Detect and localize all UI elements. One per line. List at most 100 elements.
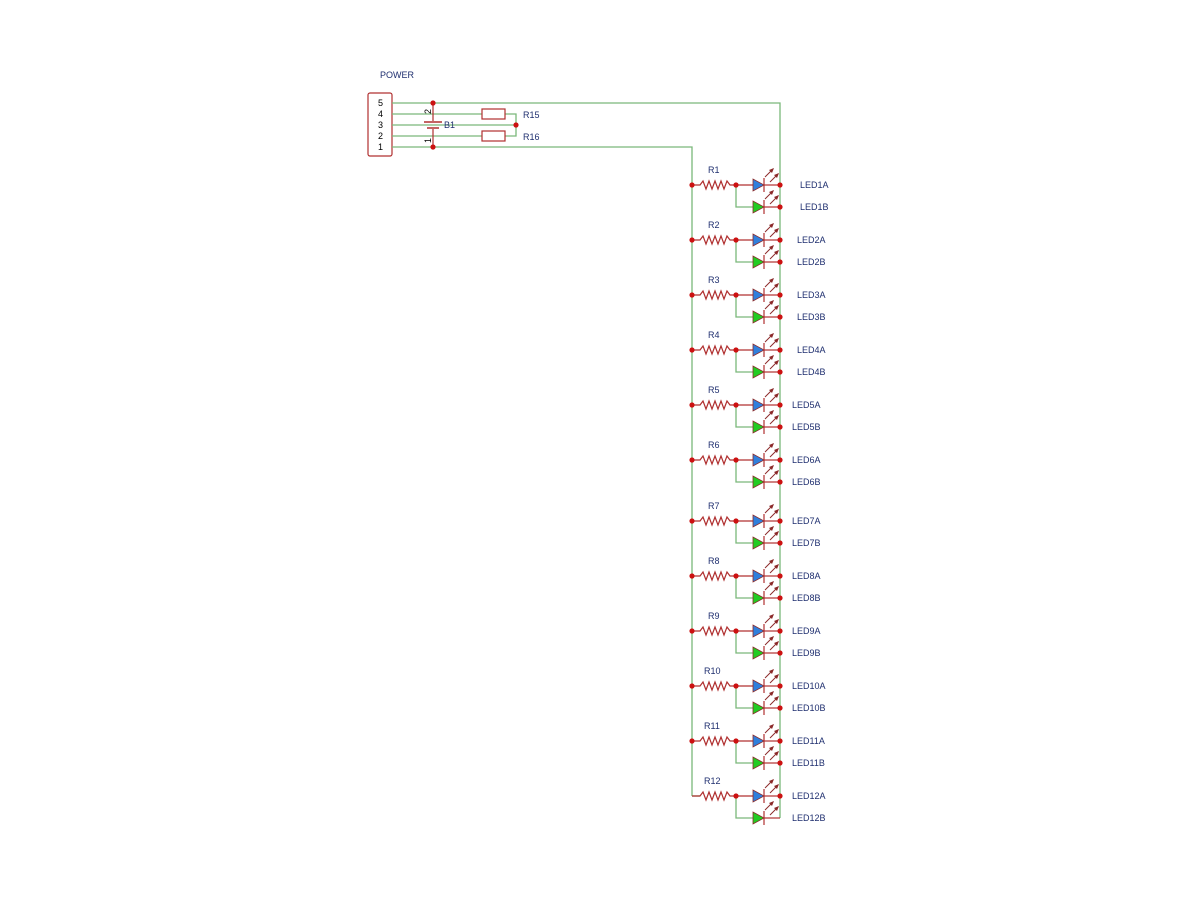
arrow-head	[774, 360, 779, 365]
arrow-head	[774, 338, 779, 343]
arrow-head	[774, 729, 779, 734]
wire-pin1	[392, 146, 693, 796]
resistor-label: R3	[708, 275, 720, 285]
led-a[interactable]	[752, 223, 779, 247]
led-b[interactable]	[752, 746, 779, 770]
arrow-head	[774, 784, 779, 789]
led-b-label: LED4B	[797, 367, 826, 377]
junction-dot	[777, 424, 783, 430]
arrow-head	[769, 691, 774, 696]
led-triangle	[752, 475, 765, 489]
junction-dot	[777, 292, 783, 298]
led-a[interactable]	[752, 559, 779, 583]
led-a-label: LED2A	[797, 235, 826, 245]
led-triangle	[752, 288, 765, 302]
led-a[interactable]	[752, 724, 779, 748]
junction-dot	[733, 793, 739, 799]
led-a-label: LED1A	[800, 180, 829, 190]
resistor-zigzag[interactable]	[692, 399, 736, 411]
led-a-label: LED4A	[797, 345, 826, 355]
led-triangle	[752, 624, 765, 638]
led-b[interactable]	[752, 300, 779, 324]
wire	[735, 521, 753, 544]
led-a[interactable]	[752, 333, 779, 357]
arrow-head	[769, 388, 774, 393]
led-a[interactable]	[752, 504, 779, 528]
resistor-zigzag[interactable]	[692, 790, 736, 802]
led-triangle	[752, 255, 765, 269]
junction-dot	[777, 738, 783, 744]
led-b[interactable]	[752, 636, 779, 660]
resistor-zigzag[interactable]	[692, 735, 736, 747]
led-triangle	[752, 789, 765, 803]
led-b[interactable]	[752, 691, 779, 715]
battery-b1[interactable]: B1 2 1	[423, 100, 455, 150]
led-triangle	[752, 591, 765, 605]
led-b[interactable]	[752, 190, 779, 214]
resistor-zigzag[interactable]	[692, 454, 736, 466]
arrow-head	[769, 779, 774, 784]
resistor-zigzag[interactable]	[692, 234, 736, 246]
led-triangle	[752, 514, 765, 528]
junction-dot	[777, 314, 783, 320]
led-b[interactable]	[752, 355, 779, 379]
junction-dot	[733, 683, 739, 689]
power-connector[interactable]: POWER 5 4 3 2 1	[367, 70, 415, 157]
led-a[interactable]	[752, 443, 779, 467]
junction-dot	[777, 650, 783, 656]
resistor-r16[interactable]: R16	[481, 130, 540, 142]
arrow-head	[769, 410, 774, 415]
resistor-zigzag[interactable]	[692, 570, 736, 582]
junction-dot	[777, 540, 783, 546]
led-b[interactable]	[752, 245, 779, 269]
resistor-zigzag[interactable]	[692, 344, 736, 356]
resistor-zigzag[interactable]	[692, 179, 736, 191]
resistor-zigzag[interactable]	[692, 515, 736, 527]
led-b-label: LED12B	[792, 813, 826, 823]
led-a[interactable]	[752, 168, 779, 192]
arrow-head	[769, 300, 774, 305]
led-triangle	[752, 310, 765, 324]
led-a-label: LED9A	[792, 626, 821, 636]
led-triangle	[752, 398, 765, 412]
resistor-r15[interactable]: R15	[481, 108, 540, 120]
resistor-zigzag[interactable]	[692, 680, 736, 692]
led-triangle	[752, 365, 765, 379]
wire	[735, 796, 753, 819]
junction-dot	[689, 573, 695, 579]
arrow-head	[774, 619, 779, 624]
resistor-body	[481, 130, 506, 142]
resistor-label: R1	[708, 165, 720, 175]
wire	[735, 686, 753, 709]
junction-dot	[777, 518, 783, 524]
junction-dot	[689, 683, 695, 689]
resistor-zigzag[interactable]	[692, 289, 736, 301]
junction-dot	[733, 518, 739, 524]
junction-dot	[733, 237, 739, 243]
junction-dot	[777, 347, 783, 353]
junction-dot	[777, 259, 783, 265]
junction-dot	[689, 402, 695, 408]
arrow-head	[774, 564, 779, 569]
led-b[interactable]	[752, 526, 779, 550]
led-b[interactable]	[752, 410, 779, 434]
wire	[735, 240, 753, 263]
led-a[interactable]	[752, 779, 779, 803]
arrow-head	[769, 724, 774, 729]
arrow-head	[774, 283, 779, 288]
led-a[interactable]	[752, 388, 779, 412]
led-b[interactable]	[752, 581, 779, 605]
led-a[interactable]	[752, 669, 779, 693]
arrow-head	[769, 614, 774, 619]
arrow-head	[774, 696, 779, 701]
arrow-head	[769, 465, 774, 470]
led-a[interactable]	[752, 614, 779, 638]
wire	[735, 576, 753, 599]
junction-dot	[689, 457, 695, 463]
led-b[interactable]	[752, 465, 779, 489]
resistor-zigzag[interactable]	[692, 625, 736, 637]
led-b-label: LED5B	[792, 422, 821, 432]
led-b[interactable]	[752, 801, 779, 825]
led-a[interactable]	[752, 278, 779, 302]
